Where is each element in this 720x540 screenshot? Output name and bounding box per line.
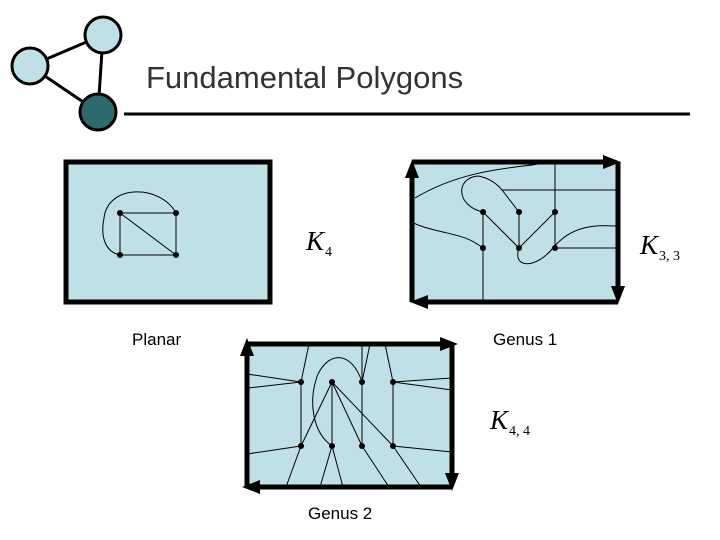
genus1-vertices	[480, 209, 558, 251]
arrow-up-icon	[405, 160, 419, 178]
k33-label: K3, 3	[640, 230, 680, 265]
planar-label: Planar	[132, 330, 182, 349]
k33-letter: K	[640, 230, 659, 260]
genus2-arrows	[240, 337, 459, 494]
arrow-up-icon	[240, 338, 254, 356]
arrow-right-icon	[603, 155, 621, 169]
vertex	[390, 379, 396, 385]
k44-label: K4, 4	[490, 405, 530, 440]
vertex	[480, 245, 486, 251]
genus1-fill	[412, 162, 618, 302]
k33-subscript: 3, 3	[659, 249, 681, 264]
genus2-border	[244, 341, 455, 490]
vertex	[359, 443, 365, 449]
genus1-polygon	[405, 155, 625, 309]
k4-label: K4	[306, 226, 332, 261]
genus2-edges	[246, 343, 453, 488]
planar-edges	[102, 191, 177, 256]
arrow-left-icon	[410, 295, 428, 309]
genus2-label: Genus 2	[308, 504, 373, 523]
logo-node-dark	[78, 92, 118, 132]
vertex	[173, 252, 179, 258]
vertex	[329, 443, 335, 449]
vertex	[298, 379, 304, 385]
vertex	[329, 379, 335, 385]
genus1-label: Genus 1	[493, 330, 558, 349]
planar-vertices	[117, 210, 179, 258]
vertex	[516, 245, 522, 251]
vertex	[117, 252, 123, 258]
arrow-right-icon	[440, 337, 458, 351]
vertex	[516, 209, 522, 215]
vertex	[552, 209, 558, 215]
arrow-down-icon	[611, 286, 625, 304]
vertex	[173, 210, 179, 216]
k4-subscript: 4	[325, 245, 333, 260]
k44-subscript: 4, 4	[509, 424, 531, 439]
genus1-border	[409, 159, 621, 305]
arrow-left-icon	[242, 480, 260, 494]
genus1-arrows	[405, 155, 625, 309]
vertex	[480, 209, 486, 215]
k4-letter: K	[306, 226, 325, 256]
vertex	[552, 245, 558, 251]
logo-node-light	[10, 46, 50, 86]
planar-polygon	[63, 159, 273, 305]
vertex	[117, 210, 123, 216]
genus2-vertices	[298, 379, 396, 449]
planar-border	[63, 159, 273, 305]
k44-letter: K	[490, 405, 509, 435]
vertex	[390, 443, 396, 449]
vertex	[298, 443, 304, 449]
genus2-fill	[247, 344, 452, 487]
vertex	[359, 379, 365, 385]
arrow-down-icon	[445, 473, 459, 491]
genus2-polygon	[240, 337, 459, 494]
logo-node-light	[83, 15, 123, 55]
graph-logo-icon	[10, 15, 123, 132]
slide-title: Fundamental Polygons	[146, 60, 464, 95]
